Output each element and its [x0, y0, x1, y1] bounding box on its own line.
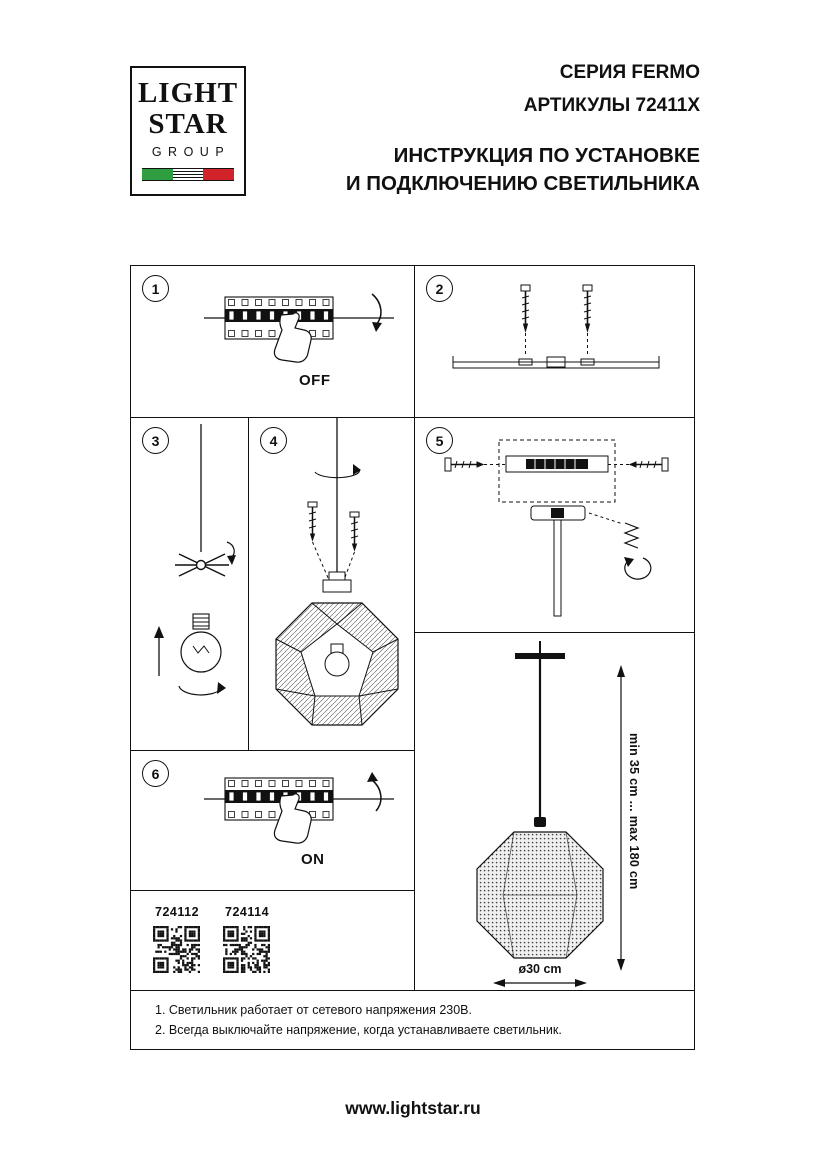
- logo-flag-stripe: [142, 168, 235, 181]
- logo-text-star: STAR: [148, 108, 228, 140]
- height-dimension-arrow: [617, 665, 625, 971]
- diameter-dimension-arrow: [493, 979, 587, 987]
- flag-green-segment: [142, 169, 173, 180]
- screw-icon: [444, 457, 485, 472]
- faceted-shade: [275, 602, 399, 726]
- step-3-number-badge: 3: [142, 427, 169, 454]
- step-1-number: 1: [151, 280, 160, 297]
- pendant-lamp-illustration: [476, 641, 625, 987]
- step-6-number: 6: [151, 765, 160, 782]
- screw-icon: [307, 501, 318, 542]
- spring-icon: [623, 522, 640, 549]
- rotate-arrow: [624, 557, 652, 580]
- light-bulb-icon: [180, 613, 222, 673]
- rotate-arrow: [314, 464, 361, 479]
- step-4-number: 4: [269, 432, 278, 449]
- step-1-number-badge: 1: [142, 275, 169, 302]
- up-arrow: [154, 626, 164, 676]
- height-range-label: min 35 cm ... max 180 cm: [627, 733, 641, 890]
- series-title: СЕРИЯ FERMO: [559, 62, 700, 83]
- step-1-panel: 1 OFF: [130, 265, 415, 418]
- flag-white-segment: [172, 169, 204, 180]
- step-4-number-badge: 4: [260, 427, 287, 454]
- flag-red-segment: [203, 169, 235, 180]
- circuit-breaker-off-illustration: [204, 293, 394, 363]
- screw-icon: [520, 284, 531, 333]
- circuit-breaker-on-illustration: [204, 772, 394, 844]
- pressing-hand-icon: [273, 312, 312, 363]
- rotate-arrow: [226, 541, 236, 565]
- logo-text-light: LIGHT: [137, 77, 239, 109]
- safety-notes: 1. Светильник работает от сетевого напря…: [130, 990, 695, 1050]
- step-2-panel: 2: [414, 265, 695, 418]
- lightstar-logo: LIGHT STAR GROUP: [130, 66, 246, 196]
- step-4-panel: 4: [248, 417, 415, 751]
- diameter-label: ø30 cm: [518, 962, 562, 976]
- step-5-panel: 5: [414, 417, 695, 633]
- product-codes-panel: 724112 724114: [130, 890, 415, 991]
- step-2-number-badge: 2: [426, 275, 453, 302]
- twist-connector-icon: [175, 553, 229, 577]
- bulb-in-shade: [324, 651, 350, 677]
- hook-and-bulb-illustration: [154, 424, 236, 696]
- website-url: www.lightstar.ru: [345, 1098, 481, 1118]
- step-6-panel: 6 ON: [130, 750, 415, 891]
- rotate-bulb-arrow: [178, 682, 226, 696]
- faceted-shade: [476, 831, 604, 959]
- instruction-title-line1: ИНСТРУКЦИЯ ПО УСТАНОВКЕ: [393, 144, 700, 167]
- step-3-panel: 3: [130, 417, 249, 751]
- lamp-dimensions-panel: min 35 cm ... max 180 cm ø30 cm: [414, 632, 695, 991]
- product-code-1: 724112: [155, 905, 200, 919]
- turn-off-arrow: [371, 293, 382, 332]
- canopy-mounting-illustration: [444, 439, 669, 617]
- header-block: СЕРИЯ FERMO АРТИКУЛЫ 72411X ИНСТРУКЦИЯ П…: [346, 56, 700, 198]
- instruction-title-line2: И ПОДКЛЮЧЕНИЮ СВЕТИЛЬНИКА: [345, 172, 700, 195]
- qr-code-2: [223, 926, 270, 973]
- screw-icon: [628, 457, 669, 472]
- step-2-number: 2: [435, 280, 444, 297]
- pressing-hand-icon: [273, 793, 312, 844]
- note-2: 2. Всегда выключайте напряжение, когда у…: [155, 1023, 562, 1037]
- step-3-number: 3: [151, 432, 160, 449]
- logo-text-group: GROUP: [151, 145, 231, 159]
- off-label: OFF: [299, 372, 331, 389]
- step-5-number-badge: 5: [426, 427, 453, 454]
- step-5-number: 5: [435, 432, 444, 449]
- mounting-bracket-illustration: [452, 284, 660, 369]
- on-label: ON: [301, 851, 325, 868]
- articles-line: АРТИКУЛЫ 72411X: [523, 95, 700, 116]
- instruction-title: ИНСТРУКЦИЯ ПО УСТАНОВКЕ И ПОДКЛЮЧЕНИЮ СВ…: [346, 142, 700, 198]
- shade-assembly-illustration: [275, 418, 399, 726]
- turn-on-arrow: [367, 772, 382, 812]
- screw-icon: [582, 284, 593, 333]
- step-6-number-badge: 6: [142, 760, 169, 787]
- note-1: 1. Светильник работает от сетевого напря…: [155, 1003, 472, 1017]
- product-code-2: 724114: [225, 905, 270, 919]
- screw-icon: [349, 511, 360, 552]
- qr-code-1: [153, 926, 200, 973]
- ceiling-bracket: [452, 356, 660, 369]
